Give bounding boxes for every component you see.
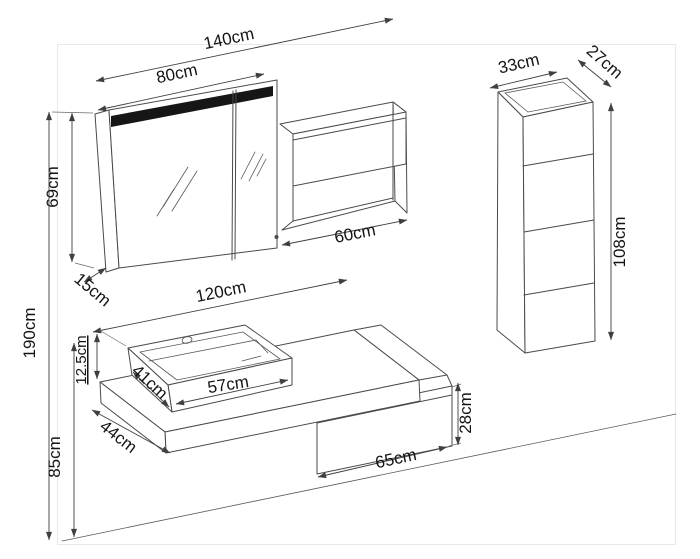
dim-label-15cm: 15cm [71,269,115,310]
dim-label-108cm: 108cm [610,216,629,267]
mirror-reflection-left [156,166,198,217]
dim-tall-cabinet-depth: 27cm [577,41,627,88]
sink-overflow-slot [241,355,262,362]
sink-basin-bottom-right [255,339,269,354]
mirror-door-gap-2 [234,89,237,260]
dim-label-85cm: 85cm [45,436,64,478]
tall-cabinet [496,77,596,354]
shelf-flap-door [292,111,407,187]
tall-cabinet-side-face [496,91,526,354]
dim-total-height: 190cm [20,111,52,541]
faucet-hole [181,336,193,344]
dim-shelf-width: 60cm [281,218,408,247]
dim-label-60cm: 60cm [333,220,377,247]
dim-countertop-height: 85cm [45,342,77,538]
dim-label-69cm: 69cm [43,166,62,208]
drawer-gap-line [316,394,453,424]
dim-countertop-width: 120cm [92,277,348,334]
dim-label-190cm: 190cm [20,307,39,358]
sink-basin-bottom-edge [148,339,257,362]
mirror-cabinet [94,79,279,273]
dim-mirror-depth: 15cm [71,267,115,310]
dim-label-28cm: 28cm [456,392,475,434]
door-hinge-dot [274,235,279,239]
dim-label-33cm: 33cm [496,50,541,78]
mirror-door-gap [231,90,234,261]
shelf-open-compartment [281,185,396,231]
dim-tall-cabinet-height: 108cm [608,102,629,341]
shelf-flap-gap [292,117,407,141]
dim-label-140cm: 140cm [202,24,256,53]
dim-label-12-5cm: 12.5cm [73,335,90,384]
wall-shelf-unit [279,101,408,231]
dim-mirror-total-width: 140cm [95,17,394,83]
tall-cabinet-front-face [522,101,596,354]
mirror-reflection-right [240,151,267,182]
dim-sink-height: 12.5cm [73,329,127,385]
sink-basin-rim [139,331,281,381]
dim-drawer-height: 28cm [448,382,475,447]
dim-label-27cm: 27cm [583,41,627,83]
drawer-right-corner-edge [446,374,453,387]
dim-mirror-height: 69cm [43,111,95,269]
dim-label-80cm: 80cm [155,60,200,87]
tall-cabinet-door-lines [522,153,595,296]
